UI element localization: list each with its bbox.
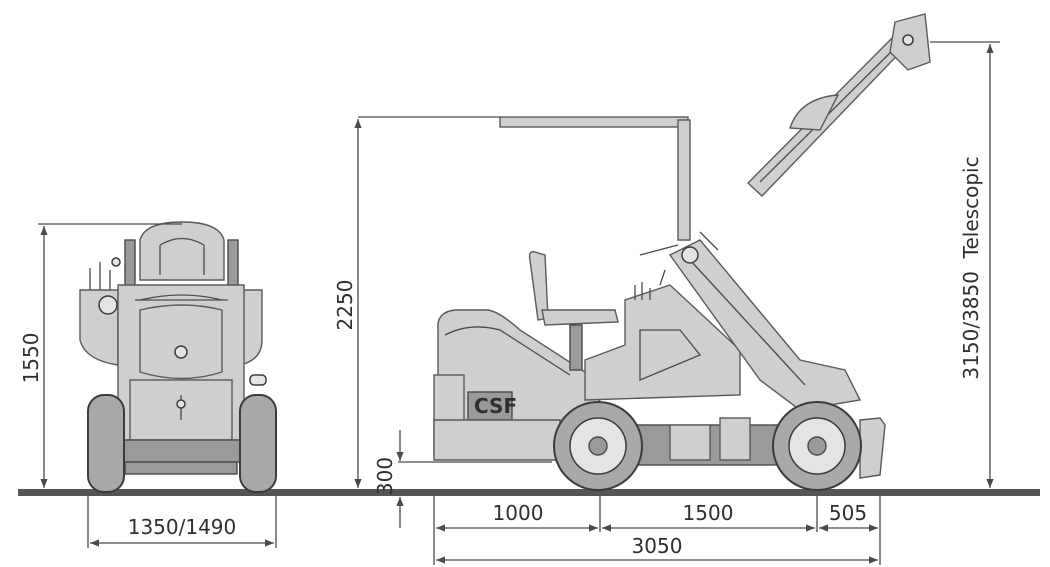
telescopic-height-label: 3150/3850 Telescopic [959, 156, 983, 379]
total-length-label: 3050 [632, 534, 683, 558]
roof-height-label: 2250 [333, 280, 357, 331]
ground-line [18, 489, 1040, 496]
brand-logo-text: CSF [474, 394, 517, 418]
front-width-label: 1350/1490 [128, 515, 237, 539]
front-overhang-label: 1000 [493, 501, 544, 525]
ground-clearance-label: 300 [373, 457, 397, 495]
wheelbase-label: 1500 [683, 501, 734, 525]
rear-overhang-label: 505 [829, 501, 867, 525]
front-view-loader [79, 221, 277, 493]
side-view-loader: CSF [433, 13, 931, 491]
front-height-label: 1550 [19, 333, 43, 384]
